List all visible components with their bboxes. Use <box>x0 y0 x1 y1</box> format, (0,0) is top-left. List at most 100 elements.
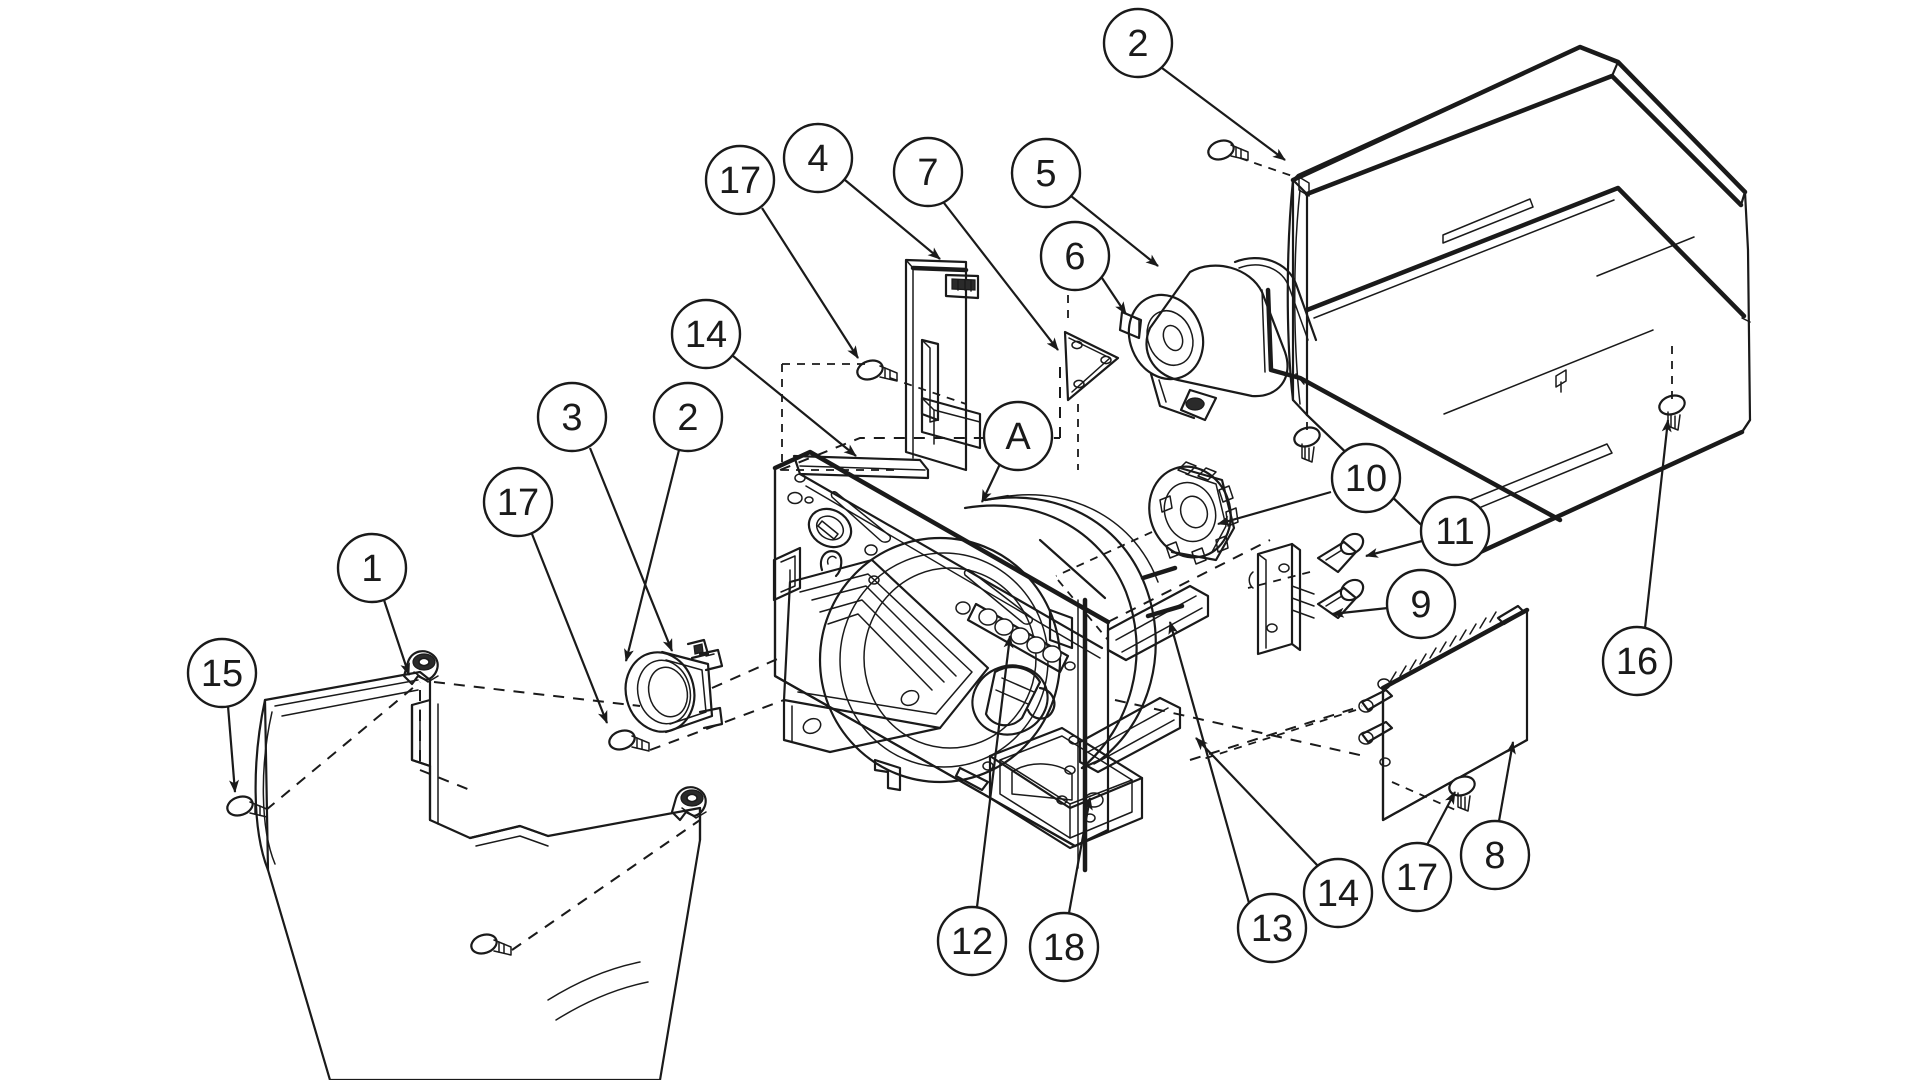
callout-bubble-8[interactable] <box>1459 819 1531 891</box>
callout-bubble-4[interactable] <box>782 122 854 194</box>
chassis-frame-plate <box>772 449 1111 848</box>
side-rail-lower-13 <box>1078 696 1182 774</box>
callout-label-16: 16 <box>1616 641 1658 683</box>
callout-label-9: 9 <box>1410 584 1431 626</box>
coupling-hub-10 <box>1148 461 1239 565</box>
callout-bubble-3[interactable] <box>536 381 608 453</box>
callout-label-1: 1 <box>361 548 382 590</box>
callout-layer: 2 17 4 7 5 6 14 <box>186 7 1673 983</box>
housing-screw-16 <box>1658 394 1686 431</box>
drive-motor <box>1118 257 1318 422</box>
callout-label-8: 8 <box>1484 835 1505 877</box>
callout-bubble-10[interactable] <box>1330 442 1402 514</box>
callout-label-5: 5 <box>1035 153 1056 195</box>
assembly-axis-coupling <box>1055 531 1153 577</box>
assembly-axis-top-frame <box>779 437 1060 471</box>
lower-front-cover <box>254 650 707 1080</box>
leader-line-17-left <box>530 533 609 724</box>
callout-bubble-6[interactable] <box>1039 220 1111 292</box>
leader-line-7 <box>943 202 1059 351</box>
terminal-plate-9 <box>1248 542 1315 656</box>
pan-head-screw-17-left <box>608 729 650 752</box>
main-control-board-8 <box>1358 604 1530 822</box>
callout-label-11: 11 <box>1435 511 1474 553</box>
callout-bubble-17-right[interactable] <box>1381 841 1453 913</box>
leader-line-11 <box>1365 539 1423 558</box>
callout-label-6: 6 <box>1064 236 1085 278</box>
housing-screw-top <box>1207 139 1249 161</box>
callout-bubble-7[interactable] <box>892 136 964 208</box>
callout-label-17-right: 17 <box>1396 857 1438 899</box>
leader-line-15 <box>226 705 240 793</box>
leader-line-16 <box>1643 419 1672 629</box>
leader-line-5 <box>1070 195 1159 267</box>
assembly-axis-long-upper <box>1107 539 1271 623</box>
leader-line-8 <box>1497 741 1516 822</box>
bracket-screw-10-top <box>1293 426 1321 463</box>
assembly-axis-pcb4-frame <box>781 364 900 471</box>
motor-mount-bracket <box>1063 330 1120 402</box>
callout-bubble-2-top[interactable] <box>1102 7 1174 79</box>
assembly-axis-board8-bottom <box>1391 781 1461 813</box>
callout-label-14-right: 14 <box>1317 873 1359 915</box>
callout-bubble-2-left[interactable] <box>652 381 724 453</box>
terminal-strip <box>955 601 1076 674</box>
callout-bubble-9[interactable] <box>1385 568 1457 640</box>
callout-label-4: 4 <box>807 138 828 180</box>
leader-line-13 <box>1168 621 1251 904</box>
callout-label-12: 12 <box>951 921 993 963</box>
callout-bubble-17-left[interactable] <box>482 466 554 538</box>
leader-line-3 <box>588 447 674 652</box>
leader-line-2-top <box>1161 67 1286 161</box>
callout-bubble-detail-a[interactable] <box>982 400 1054 472</box>
callout-bubble-5[interactable] <box>1010 137 1082 209</box>
callout-bubble-18[interactable] <box>1028 911 1100 983</box>
pan-head-screw-17-right <box>1448 775 1476 812</box>
leader-line-17-right <box>1426 791 1456 846</box>
leader-line-14-left <box>732 355 857 457</box>
leader-line-2-left <box>624 449 681 662</box>
cover-screw-15 <box>226 795 268 818</box>
callout-label-14-left: 14 <box>685 314 727 356</box>
assembly-axis-cover-left <box>419 690 471 791</box>
assembly-axis-collar-right <box>711 655 785 689</box>
callout-bubble-15[interactable] <box>186 637 258 709</box>
leader-line-9 <box>1331 606 1389 618</box>
assembly-axis-pin11 <box>1247 571 1311 589</box>
cover-screw-lower <box>470 933 512 956</box>
callout-label-18: 18 <box>1043 927 1085 969</box>
assembly-axis-screw17-left <box>649 699 785 751</box>
callout-bubble-14-left[interactable] <box>670 298 742 370</box>
leader-line-1 <box>382 599 411 676</box>
leader-line-17-upper <box>761 207 859 359</box>
housing-support-arm <box>1261 287 1563 523</box>
callout-bubble-12[interactable] <box>936 905 1008 977</box>
callout-label-17-upper: 17 <box>719 160 761 202</box>
leader-line-18 <box>1067 797 1093 914</box>
callout-label-17-left: 17 <box>497 482 539 524</box>
pan-head-screw-17-upper <box>856 359 898 382</box>
cone-horn-assembly <box>782 550 990 792</box>
callout-bubble-13[interactable] <box>1236 892 1308 964</box>
rotor-port-fitting <box>971 664 1056 736</box>
callout-bubble-1[interactable] <box>336 532 408 604</box>
callout-bubble-11[interactable] <box>1419 495 1491 567</box>
side-rail-upper-14 <box>1106 584 1210 662</box>
callout-bubble-16[interactable] <box>1601 625 1673 697</box>
callout-bubble-14-right[interactable] <box>1302 857 1374 929</box>
callout-label-2-left: 2 <box>677 397 698 439</box>
leader-line-12 <box>975 635 1014 908</box>
assembly-axis-cover-lower <box>511 819 701 951</box>
terminal-pin-11-a <box>1316 532 1365 574</box>
callout-label-15: 15 <box>201 653 243 695</box>
assembly-axis-collar <box>433 681 641 707</box>
callout-bubble-17-upper[interactable] <box>704 144 776 216</box>
leader-line-detail-a <box>981 463 1001 503</box>
assembly-axis-coupling-2 <box>1057 579 1109 641</box>
leader-line-14-right <box>1195 737 1319 867</box>
assembly-axis-pcb4 <box>889 377 967 405</box>
callout-label-7: 7 <box>917 152 938 194</box>
assembly-axis-board8-left <box>1199 709 1357 761</box>
